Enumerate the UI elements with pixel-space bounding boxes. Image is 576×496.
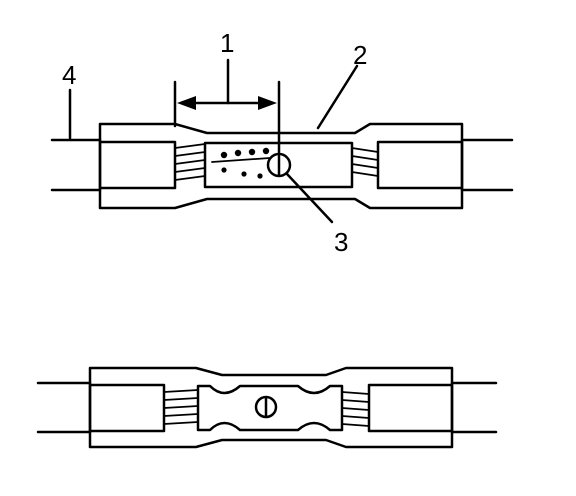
strands-left: [174, 143, 206, 181]
sleeve-outline: [98, 122, 464, 210]
leader-3: [285, 172, 334, 224]
crimped-barrel: [196, 384, 344, 432]
strands-right: [351, 147, 379, 177]
strands-left-2: [163, 389, 199, 425]
sleeve-end-left: [98, 140, 177, 190]
callout-4: 4: [62, 60, 76, 90]
strands-right-2: [341, 391, 370, 427]
sleeve-end-right-2: [367, 383, 454, 433]
sleeve-end-left-2: [88, 383, 166, 433]
leader-2: [316, 64, 359, 130]
dimension-barrel-length: [173, 58, 281, 156]
crimped-splice-view: [36, 366, 498, 449]
sleeve-outline-2: [88, 366, 454, 449]
callout-1: 1: [220, 28, 234, 58]
callout-3: 3: [334, 227, 348, 257]
uncrimped-splice-view: 1 2 3 4: [50, 28, 514, 257]
solder-dots: [211, 147, 271, 179]
sleeve-end-right: [376, 140, 464, 190]
callout-2: 2: [353, 40, 367, 70]
